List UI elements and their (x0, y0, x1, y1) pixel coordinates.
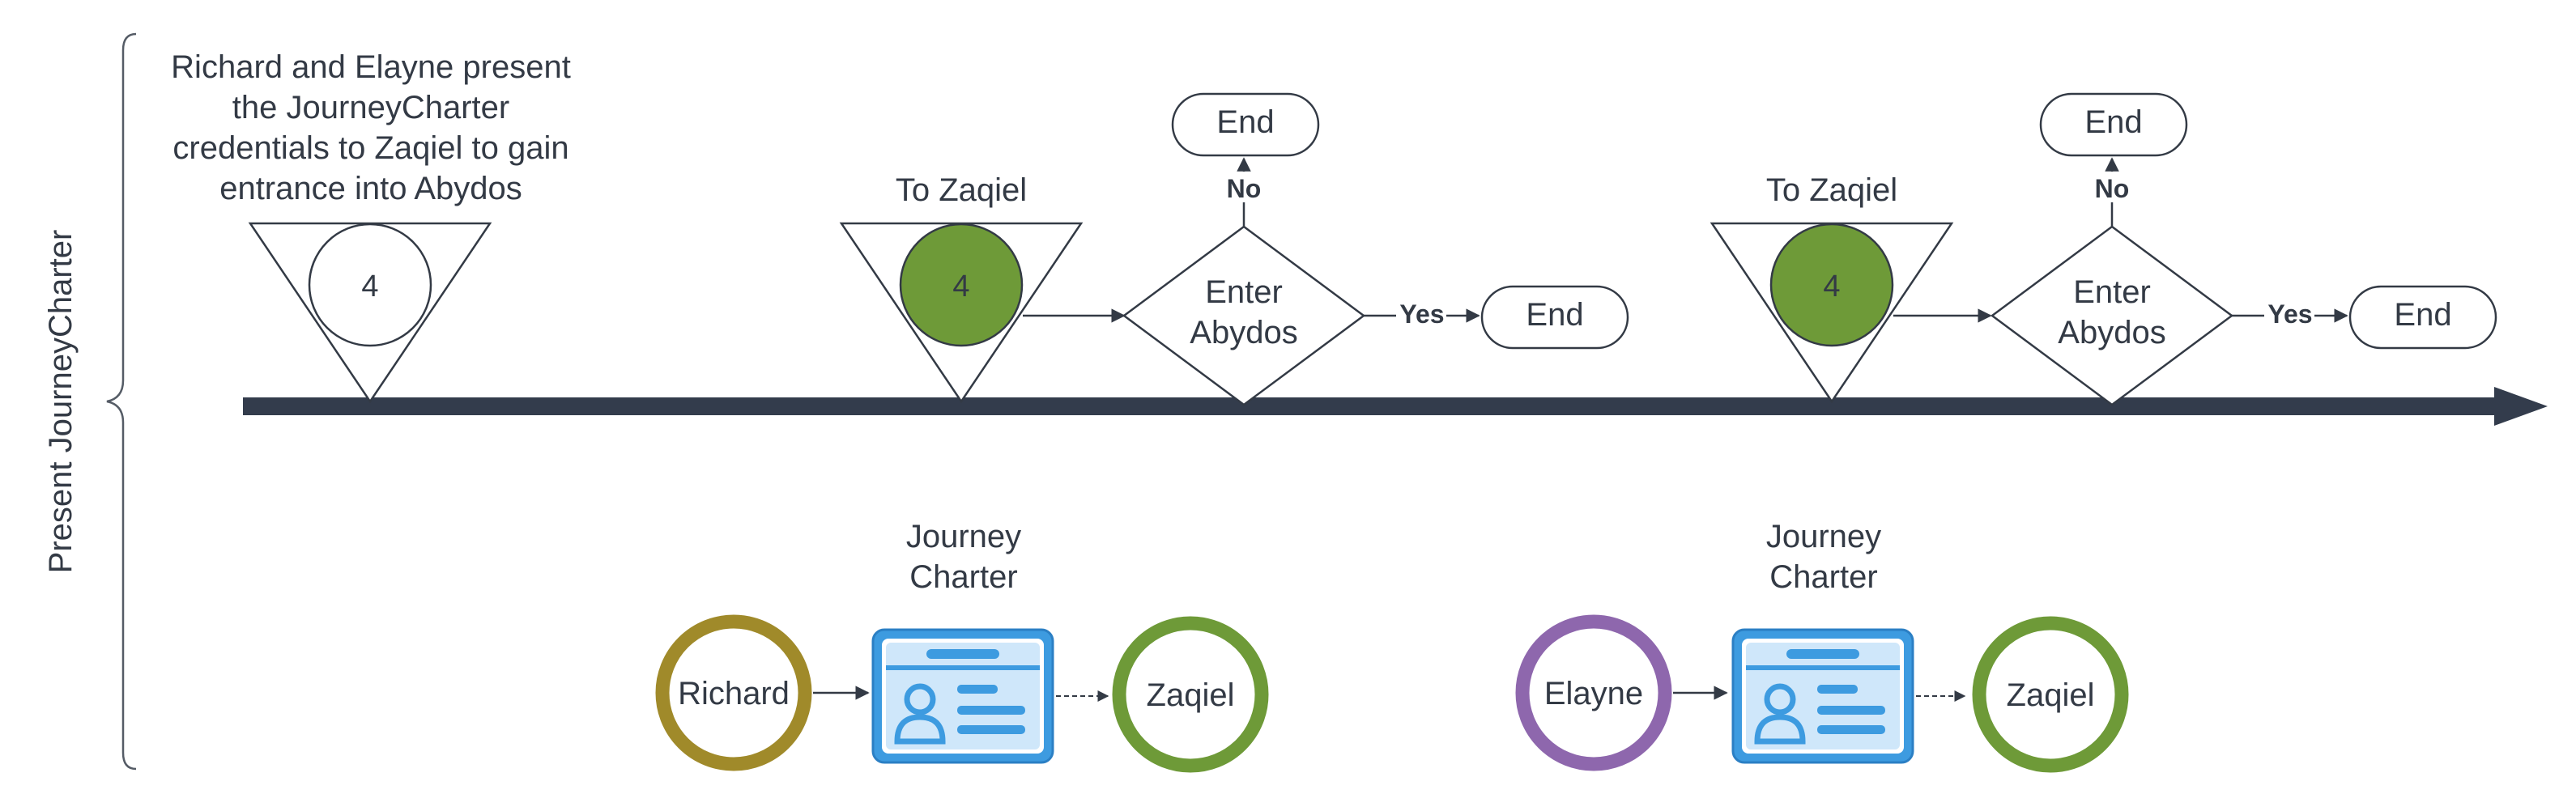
intro-marker (308, 223, 432, 347)
event-2-marker-number: 4 (1823, 270, 1840, 304)
event-2-decision-line-1: Enter (2073, 274, 2151, 310)
flow-2-from-label: Elayne (1544, 676, 1643, 711)
event-1-end-yes-label: End (1526, 297, 1583, 333)
intro-line-3: credentials to Zaqiel to gain (172, 130, 568, 166)
flow-2-id-card-icon (1731, 628, 1914, 764)
event-1-title: To Zaqiel (896, 172, 1027, 208)
event-2-end-no (2039, 92, 2188, 157)
event-2-marker (1769, 223, 1894, 347)
event-1-end-no (1171, 92, 1320, 157)
event-2: To Zaqiel 4 Enter Abydos No End Yes End (1710, 92, 2497, 406)
event-2-yes-label: Yes (2267, 299, 2312, 329)
event-2-no-label: No (2095, 174, 2130, 203)
event-1-decision-line-2: Abydos (1190, 315, 1297, 350)
flow-1-from-node (655, 614, 812, 771)
section-bracket (106, 32, 137, 771)
flow-2: Journey Charter Elayne Zaqiel (1515, 519, 2129, 773)
event-1-marker-number: 4 (952, 270, 969, 304)
intro-event: Richard and Elayne present the JourneyCh… (171, 49, 571, 404)
flow-2-charter-line-1: Journey (1766, 519, 1881, 554)
intro-marker-number: 4 (361, 270, 378, 304)
intro-line-4: entrance into Abydos (219, 171, 522, 206)
flow-2-from-node (1515, 614, 1672, 771)
flow-1-id-card-icon (871, 628, 1054, 764)
event-1-no-label: No (1227, 174, 1262, 203)
event-1-yes-label: Yes (1399, 299, 1444, 329)
flow-1-from-label: Richard (678, 676, 790, 711)
event-1-marker (899, 223, 1024, 347)
flow-2-charter-line-2: Charter (1769, 559, 1877, 595)
flow-1-charter-line-2: Charter (909, 559, 1017, 595)
intro-line-1: Richard and Elayne present (171, 49, 571, 85)
event-1: To Zaqiel 4 Enter Abydos No End Yes End (839, 92, 1629, 406)
event-1-end-yes (1480, 285, 1629, 350)
section-label: Present JourneyCharter (43, 230, 79, 574)
event-1-decision (1122, 225, 1366, 406)
event-2-title: To Zaqiel (1766, 172, 1897, 208)
event-1-decision-line-1: Enter (1205, 274, 1283, 310)
flow-1-to-label: Zaqiel (1147, 677, 1235, 713)
intro-line-2: the JourneyCharter (232, 90, 509, 125)
flow-2-to-node (1972, 616, 2129, 773)
event-2-decision (1990, 225, 2234, 406)
flow-1-to-node (1112, 616, 1269, 773)
event-1-end-no-label: End (1216, 104, 1274, 140)
timeline (243, 387, 2548, 426)
flow-2-to-label: Zaqiel (2007, 677, 2095, 713)
flow-1: Journey Charter Richard Zaqiel (655, 519, 1269, 773)
event-2-decision-line-2: Abydos (2058, 315, 2165, 350)
flow-1-charter-line-1: Journey (906, 519, 1021, 554)
event-2-end-yes (2348, 285, 2497, 350)
event-2-end-yes-label: End (2394, 297, 2451, 333)
event-2-end-no-label: End (2084, 104, 2142, 140)
